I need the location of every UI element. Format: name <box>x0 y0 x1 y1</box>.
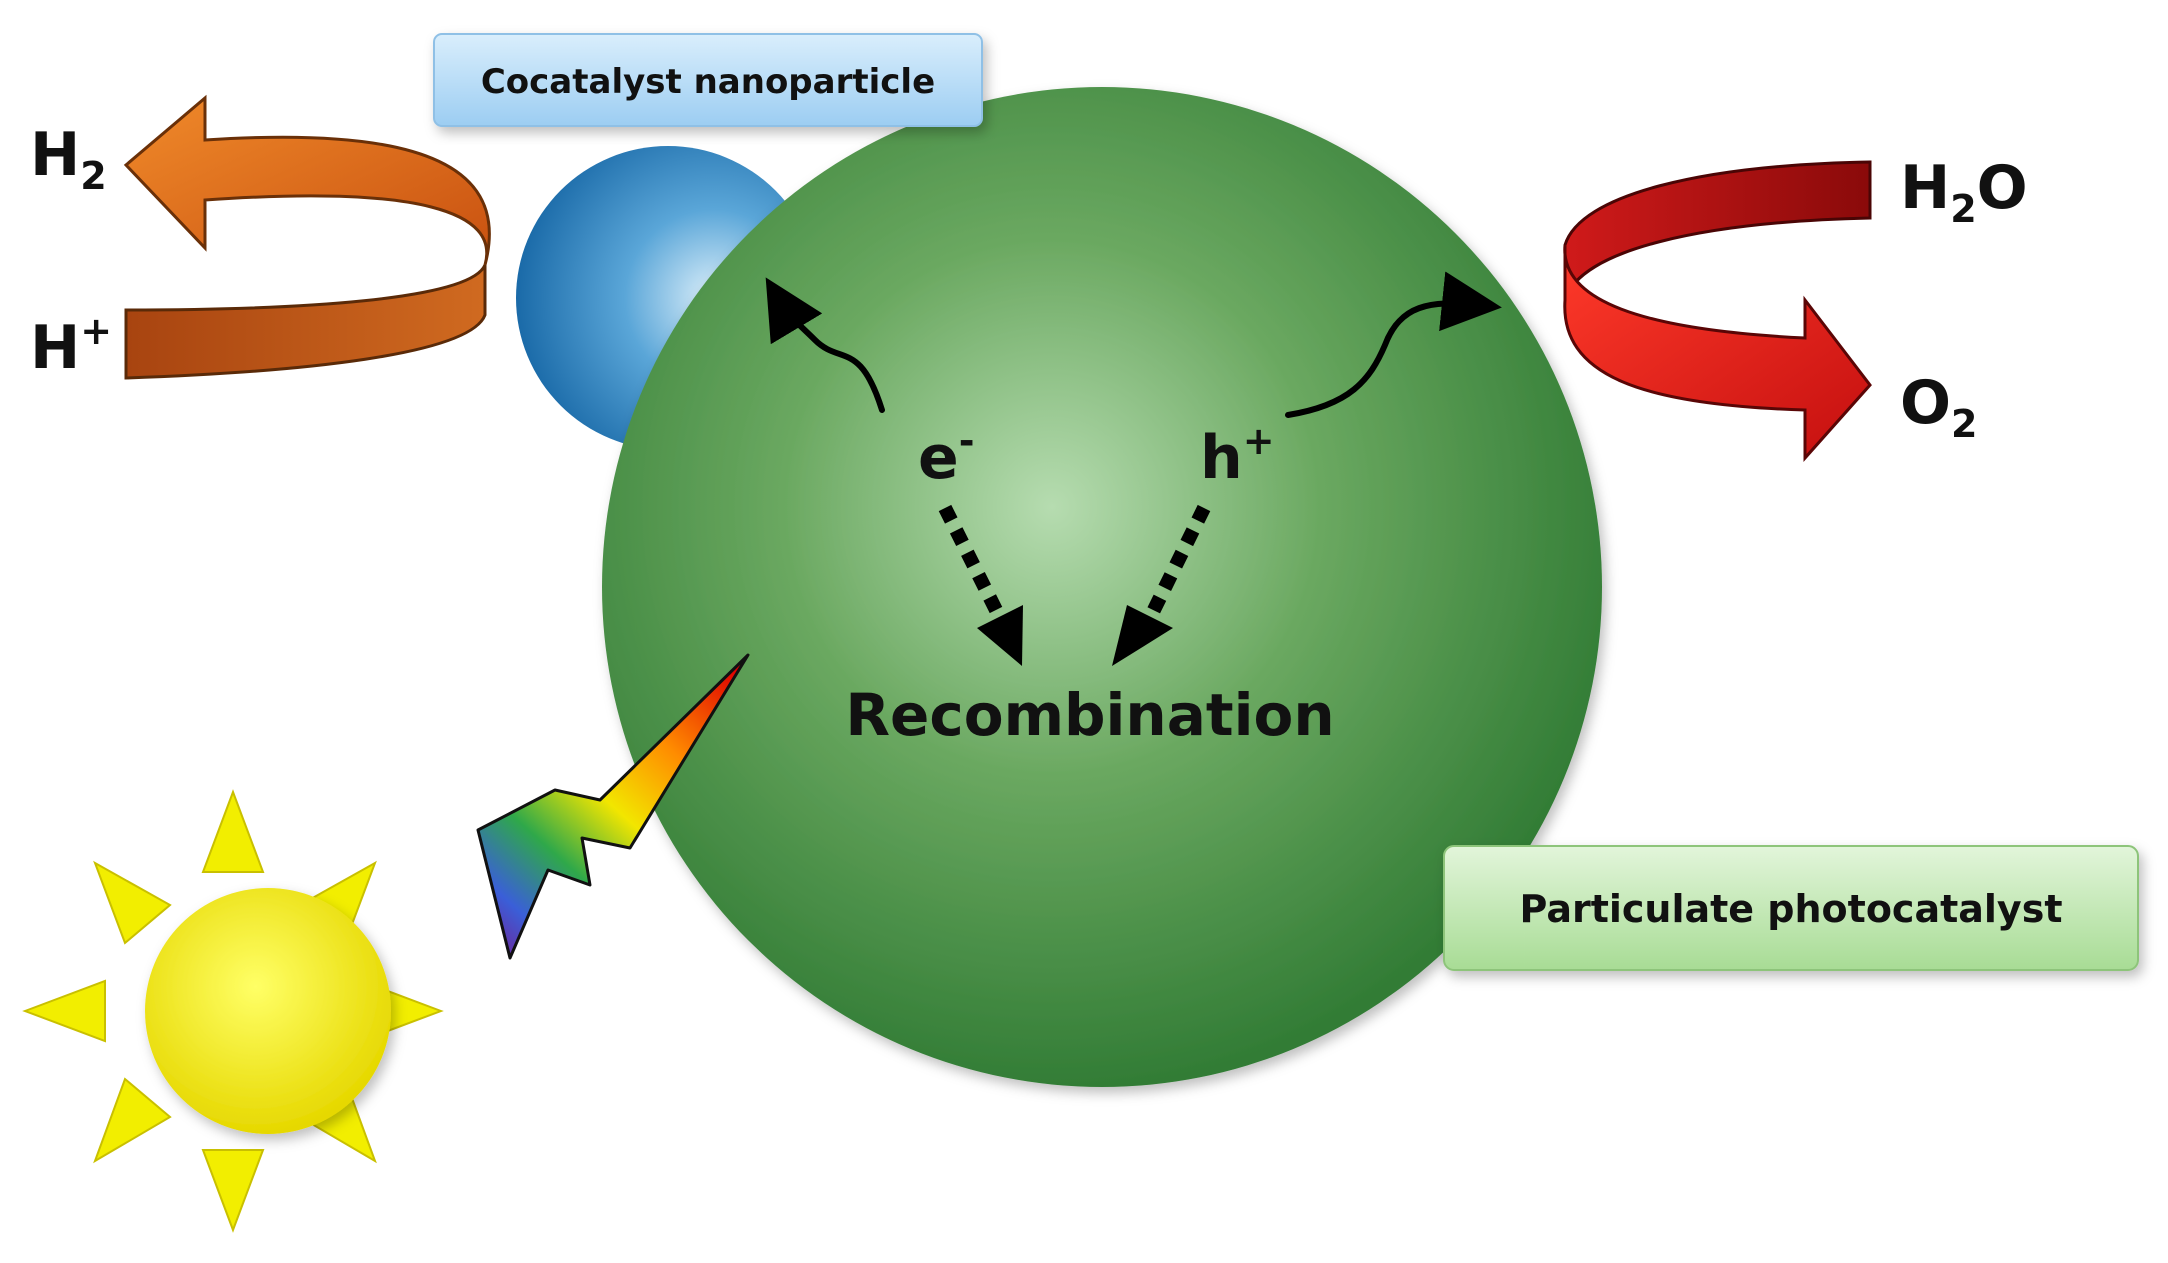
photocatalyst-sphere <box>602 87 1602 1087</box>
oxidation-cycle-arrow <box>1563 160 1872 462</box>
recombination-label: Recombination <box>845 681 1334 749</box>
h2o-label: H2O <box>1900 153 2028 231</box>
electron-transfer-arrow <box>765 277 885 413</box>
lightning-bolt-icon <box>476 653 750 960</box>
cocatalyst-label: Cocatalyst nanoparticle <box>481 62 935 102</box>
cocatalyst-label-box: Cocatalyst nanoparticle <box>433 33 983 127</box>
electron-label: e- <box>918 419 974 493</box>
reduction-cycle-arrow <box>123 94 491 380</box>
sun-icon <box>22 789 444 1233</box>
hole-recombination-arrow <box>1112 504 1211 666</box>
photocatalyst-label: Particulate photocatalyst <box>1519 887 2062 931</box>
o2-label: O2 <box>1900 368 1977 446</box>
hole-transfer-arrow <box>1285 271 1502 418</box>
h-plus-label: H+ <box>30 309 112 383</box>
electron-recombination-arrow <box>938 504 1023 666</box>
hole-label: h+ <box>1200 419 1275 493</box>
h2-label: H2 <box>30 120 107 198</box>
photocatalyst-label-box: Particulate photocatalyst <box>1443 845 2139 971</box>
